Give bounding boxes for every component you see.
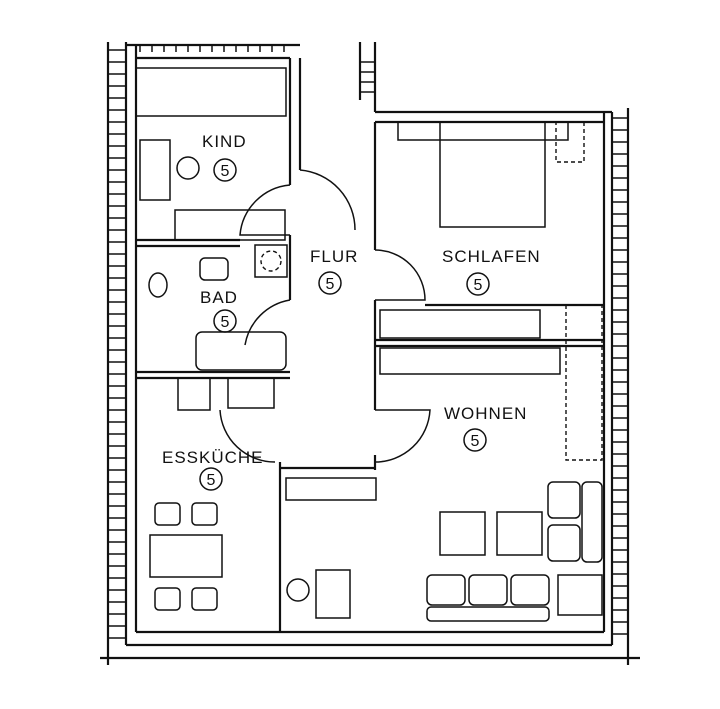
room-flur: FLUR 5 xyxy=(310,247,358,295)
room-labels: KIND 5 FLUR 5 SCHLAFEN 5 BAD 5 WOHNEN 5 … xyxy=(162,132,541,491)
svg-text:WOHNEN: WOHNEN xyxy=(444,404,527,423)
svg-text:KIND: KIND xyxy=(202,132,247,151)
svg-text:5: 5 xyxy=(471,433,480,450)
furniture xyxy=(135,67,603,622)
svg-text:5: 5 xyxy=(221,163,230,180)
svg-text:5: 5 xyxy=(221,314,230,331)
room-schlafen: SCHLAFEN 5 xyxy=(442,247,541,296)
svg-text:5: 5 xyxy=(474,277,483,294)
walls xyxy=(100,42,640,665)
svg-text:BAD: BAD xyxy=(200,288,238,307)
svg-text:5: 5 xyxy=(207,472,216,489)
room-esskueche: ESSKÜCHE 5 xyxy=(162,448,264,491)
svg-text:SCHLAFEN: SCHLAFEN xyxy=(442,247,541,266)
svg-text:5: 5 xyxy=(326,276,335,293)
svg-text:ESSKÜCHE: ESSKÜCHE xyxy=(162,448,264,467)
room-wohnen: WOHNEN 5 xyxy=(444,404,527,452)
room-bad: BAD 5 xyxy=(200,288,238,333)
room-kind: KIND 5 xyxy=(202,132,247,182)
doors xyxy=(219,169,431,463)
svg-text:FLUR: FLUR xyxy=(310,247,358,266)
hatching xyxy=(108,45,628,639)
